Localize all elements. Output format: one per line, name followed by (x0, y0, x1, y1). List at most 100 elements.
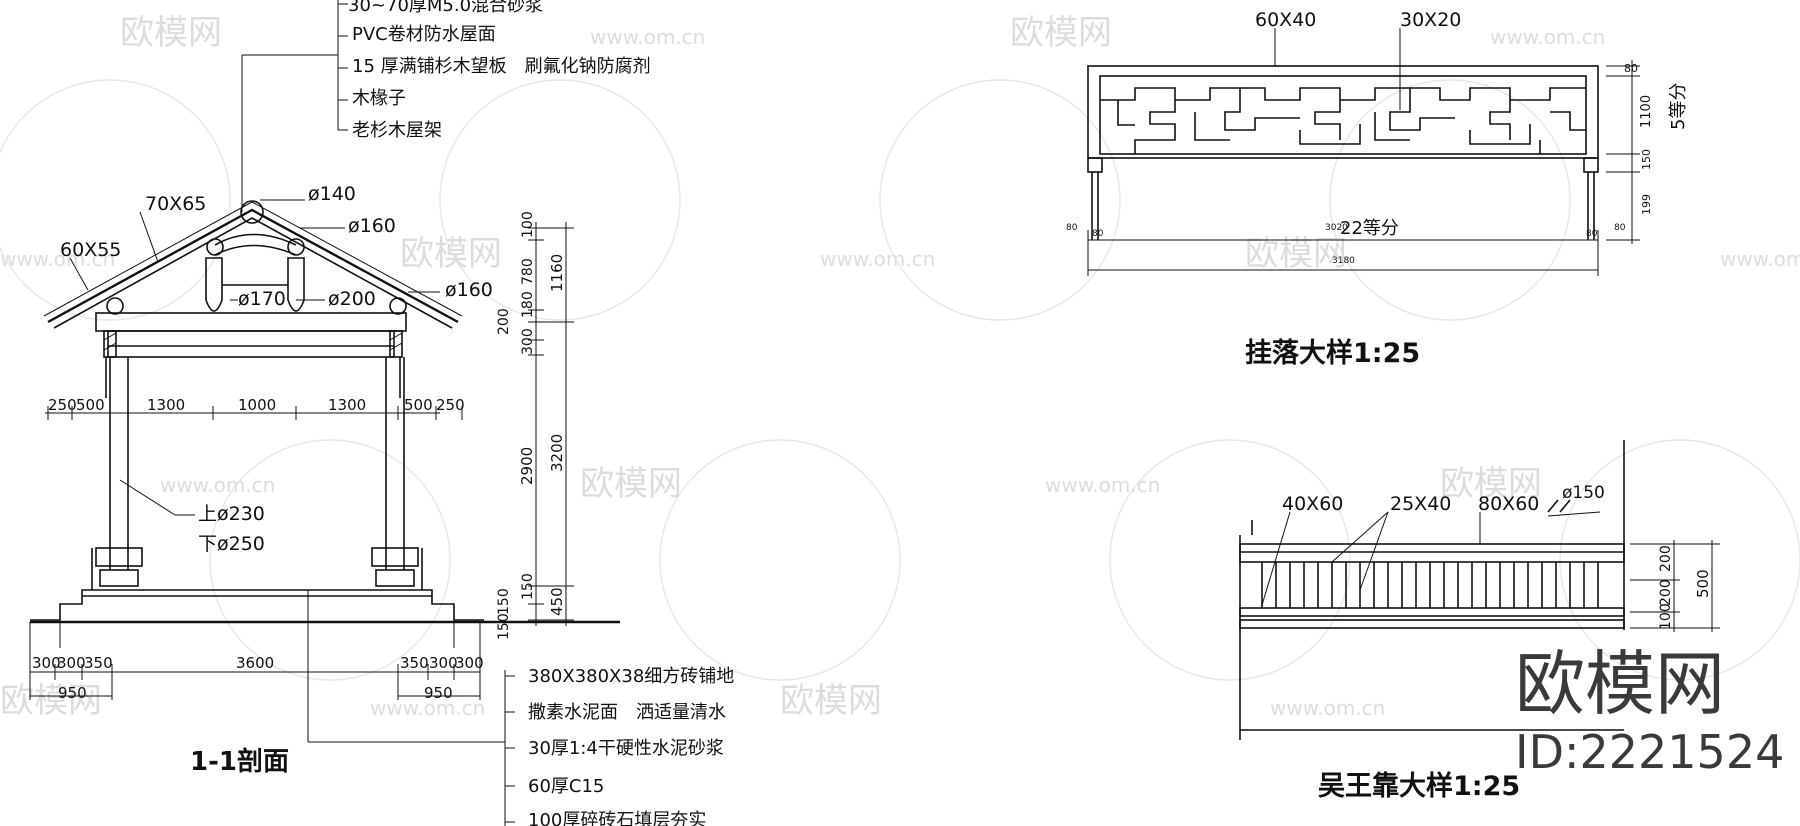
dim-text: 150 (496, 613, 512, 640)
dim-text: 780 (520, 258, 536, 285)
watermark-url: www.om.cn (590, 25, 705, 49)
dim-text: 80 (1066, 223, 1078, 233)
watermark-url: www.om.cn (0, 247, 115, 271)
watermark-brand: 欧模网 (1010, 13, 1112, 53)
dim-text: 200 (1658, 545, 1674, 572)
floor-note: 380X380X38细方砖铺地 (528, 666, 734, 687)
dim-text: 500 (1694, 569, 1712, 598)
member-label: 25X40 (1390, 493, 1451, 515)
dim-text: 2900 (518, 447, 536, 485)
dim-text: 150 (496, 588, 512, 615)
floor-note: 30厚1:4干硬性水泥砂浆 (528, 738, 724, 759)
dim-text: 3600 (236, 654, 274, 672)
dim-text: 3020 (1325, 223, 1348, 233)
dim-text: 1100 (1639, 95, 1654, 128)
watermark-url: www.om.cn (370, 696, 485, 720)
member-label: 70X65 (145, 193, 206, 215)
section-labels: 30~70厚M5.0混合砂浆 PVC卷材防水屋面 15 厚满铺杉木望板 刷氟化钠… (32, 0, 734, 826)
roof-note: PVC卷材防水屋面 (352, 24, 496, 45)
watermark-circles (0, 79, 1800, 681)
watermark-brand: 欧模网 (120, 13, 222, 53)
dim-text: 300 (429, 654, 458, 672)
dim-text: 1160 (548, 254, 566, 292)
watermarks: 欧模网 欧模网 欧模网 欧模网 欧模网 欧模网 欧模网 欧模网 www.om.c… (0, 13, 1800, 721)
watermark-brand: 欧模网 (1245, 234, 1347, 274)
dim-text: 200 (1658, 579, 1674, 606)
gualuo-labels: 60X40 30X20 80 1100 5等分 150 199 80 80 30… (1066, 9, 1689, 369)
watermark-url: www.om.cn (160, 473, 275, 497)
member-label: ø140 (308, 183, 356, 205)
member-label: 30X20 (1400, 9, 1461, 31)
floor-note: 撒素水泥面 洒适量清水 (528, 702, 726, 723)
roof-note: 15 厚满铺杉木望板 刷氟化钠防腐剂 (352, 56, 651, 77)
dim-text: 500 (404, 396, 433, 414)
member-label: ø160 (348, 215, 396, 237)
dim-text: 150 (520, 573, 536, 600)
column-label: 下ø250 (198, 533, 265, 555)
division-text: 5等分 (1668, 83, 1689, 130)
member-label: 60X55 (60, 239, 121, 261)
member-label: ø200 (328, 288, 376, 310)
dim-text: 80 (1624, 62, 1638, 75)
dim-text: 300 (32, 654, 61, 672)
dim-text: 1300 (328, 396, 366, 414)
member-label: 80X60 (1478, 493, 1539, 515)
dim-text: 950 (58, 684, 87, 702)
section-drawing (29, 0, 620, 826)
wuwangkao-labels: 40X60 25X40 80X60 ø150 200 200 100 500 吴… (1282, 483, 1712, 802)
watermark-url: www.om.cn (1045, 473, 1160, 497)
roof-note: 老杉木屋架 (352, 120, 442, 141)
watermark-brand: 欧模网 (780, 681, 882, 721)
gualuo-title: 挂落大样1:25 (1245, 337, 1420, 369)
watermark-brand: 欧模网 (400, 234, 502, 274)
dim-text: 180 (520, 291, 536, 318)
dim-text: 80 (1092, 229, 1104, 239)
roof-note: 30~70厚M5.0混合砂浆 (348, 0, 543, 16)
dim-text: 80 (1586, 229, 1598, 239)
dim-text: 100 (520, 211, 536, 238)
watermark-url: www.om.cn (820, 247, 935, 271)
roof-note: 木椽子 (352, 88, 406, 109)
gualuo-drawing (1087, 28, 1640, 276)
dim-text: 300 (455, 654, 484, 672)
member-label: ø150 (1562, 483, 1605, 503)
dim-text: 250 (436, 396, 465, 414)
dim-text: 250 (48, 396, 77, 414)
section-title: 1-1剖面 (190, 746, 289, 777)
dim-text: 80 (1614, 223, 1626, 233)
corner-brand: 欧模网 (1515, 643, 1725, 725)
dim-text: 199 (1640, 194, 1653, 215)
dim-text: 1000 (238, 396, 276, 414)
watermark-brand: 欧模网 (580, 464, 682, 504)
wuwangkao-drawing (1239, 440, 1720, 740)
dim-text: 100 (1658, 603, 1674, 630)
member-label: ø160 (445, 279, 493, 301)
watermark-url: www.om.cn (1720, 247, 1800, 271)
division-text: 22等分 (1340, 218, 1399, 239)
dim-text: 350 (400, 654, 429, 672)
dim-text: 300 (57, 654, 86, 672)
member-label: 60X40 (1255, 9, 1316, 31)
corner-watermark: 欧模网 ID:2221524 (1515, 643, 1784, 779)
floor-note: 100厚碎砖石填层夯实 (528, 810, 706, 826)
floor-note: 60厚C15 (528, 776, 604, 797)
dim-text: 3200 (548, 434, 566, 472)
dim-text: 300 (520, 328, 536, 355)
column-label: 上ø230 (198, 503, 265, 525)
watermark-brand: 欧模网 (1440, 464, 1542, 504)
corner-id: ID:2221524 (1515, 725, 1784, 779)
dim-text: 450 (548, 587, 566, 616)
dim-text: 3180 (1332, 256, 1355, 266)
baluster-group (1261, 562, 1599, 608)
dim-text: 200 (496, 308, 512, 335)
watermark-brand: 欧模网 (0, 681, 102, 721)
dim-text: 500 (76, 396, 105, 414)
member-label: ø170 (238, 288, 286, 310)
wuwangkao-title: 吴王靠大样1:25 (1318, 770, 1520, 802)
watermark-url: www.om.cn (1490, 25, 1605, 49)
member-label: 40X60 (1282, 493, 1343, 515)
dim-text: 950 (424, 684, 453, 702)
dim-text: 350 (84, 654, 113, 672)
dim-text: 150 (1640, 149, 1653, 170)
